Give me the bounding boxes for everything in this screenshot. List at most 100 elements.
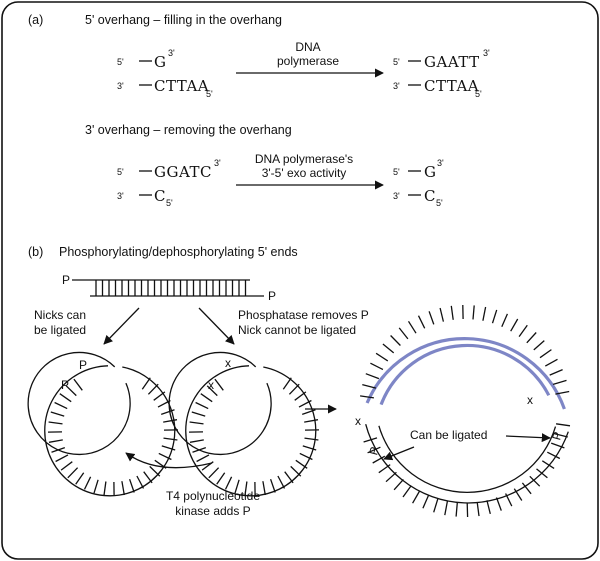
base-pair-tick bbox=[428, 311, 435, 325]
base-pair-tick bbox=[363, 437, 378, 443]
base-pair-tick bbox=[59, 393, 72, 403]
base-pair-tick bbox=[541, 460, 555, 469]
base-pair-tick bbox=[375, 352, 389, 362]
arrow-to-dephosphorylated-plasmid bbox=[198, 307, 235, 345]
base-pair-tick bbox=[552, 379, 567, 386]
phosphate-p: P bbox=[62, 273, 70, 287]
base-pair-tick bbox=[536, 468, 548, 479]
base-pair-tick bbox=[549, 369, 563, 376]
base-pair-tick bbox=[402, 485, 412, 498]
base-pair-tick bbox=[513, 488, 523, 501]
strand-end-label: 5' bbox=[393, 167, 400, 177]
strand-end-label: 5' bbox=[166, 198, 173, 208]
base-pair-tick bbox=[529, 475, 541, 487]
base-pair-tick bbox=[143, 471, 153, 484]
vector-inner-strand bbox=[378, 425, 557, 494]
linear-dna-fragment: P P bbox=[62, 273, 276, 303]
base-pair-tick bbox=[60, 461, 73, 471]
base-pair-tick bbox=[163, 419, 178, 423]
overhang5-substrate: 5' G 3' 3' CTTAA 5' bbox=[117, 48, 213, 99]
base-pair-tick bbox=[476, 502, 480, 517]
arrow-label: DNA bbox=[295, 40, 320, 54]
base-pair-tick bbox=[141, 377, 151, 390]
panel-b-label: (b) bbox=[28, 245, 43, 259]
strand-end-label: 5' bbox=[475, 89, 482, 99]
arrow-label: 3'-5' exo activity bbox=[262, 166, 347, 180]
base-pair-tick bbox=[372, 455, 386, 464]
phosphate-p: P bbox=[61, 378, 69, 392]
dephosphorylated-end-x: x bbox=[225, 356, 231, 370]
base-pair-tick bbox=[385, 471, 397, 483]
dna-polymerase-arrow: DNA polymerase bbox=[236, 40, 384, 78]
dephosphorylated-end-x: x bbox=[208, 378, 214, 392]
base-pair-tick bbox=[301, 409, 316, 416]
base-pair-tick bbox=[501, 313, 508, 327]
base-pair-tick bbox=[65, 385, 77, 397]
base-pair-tick bbox=[93, 479, 99, 494]
base-pair-tick bbox=[362, 383, 377, 389]
base-pair-tick bbox=[200, 393, 213, 403]
base-pair-tick bbox=[196, 454, 210, 463]
base-pair-tick bbox=[505, 493, 513, 507]
base-pair-tick bbox=[208, 467, 220, 479]
strand-end-label: 5' bbox=[393, 57, 400, 67]
overhang3-product: 5' G 3' 3' C 5' bbox=[393, 158, 444, 208]
exo-activity-arrow: DNA polymerase's 3'-5' exo activity bbox=[236, 152, 384, 190]
panel-a-label: (a) bbox=[28, 13, 43, 27]
arrow-to-nicked-plasmid bbox=[103, 307, 140, 345]
base-pair-tick bbox=[189, 421, 204, 425]
phosphatase-label: Nick cannot be ligated bbox=[238, 323, 356, 337]
bottom-strand-seq: C bbox=[154, 187, 166, 205]
base-pair-tick bbox=[147, 383, 159, 395]
base-pair-tick bbox=[382, 343, 395, 354]
strand-end-label: 3' bbox=[393, 191, 400, 201]
base-pair-tick bbox=[48, 439, 63, 443]
strand-end-label: 5' bbox=[117, 167, 124, 177]
base-pair-tick bbox=[367, 446, 381, 454]
base-pair-tick bbox=[482, 306, 487, 321]
base-pair-tick bbox=[495, 497, 502, 511]
arrow-label: DNA polymerase's bbox=[255, 152, 353, 166]
base-pair-tick bbox=[298, 399, 312, 408]
overhang5-title: 5' overhang – filling in the overhang bbox=[85, 13, 282, 27]
base-pair-tick bbox=[67, 467, 79, 479]
base-pair-tick bbox=[277, 475, 286, 489]
base-pair-tick bbox=[244, 481, 248, 496]
arrow-label: polymerase bbox=[277, 54, 339, 68]
base-pair-tick bbox=[433, 498, 439, 513]
base-pair-tick bbox=[472, 305, 475, 320]
dephosphorylated-end-x: x bbox=[527, 393, 533, 407]
top-strand-seq: G bbox=[154, 53, 166, 71]
base-pair-tick bbox=[365, 373, 380, 380]
base-pair-tick bbox=[216, 472, 226, 485]
base-pair-tick bbox=[491, 309, 498, 324]
top-strand-seq: GGATC bbox=[154, 163, 212, 181]
base-pair-tick bbox=[55, 454, 69, 463]
base-pair-tick bbox=[526, 332, 537, 344]
base-pair-tick bbox=[555, 390, 570, 395]
insert-inner-strand bbox=[379, 343, 551, 406]
bottom-strand-seq: C bbox=[424, 187, 436, 205]
kinase-label: kinase adds P bbox=[175, 504, 250, 518]
base-pair-tick bbox=[262, 481, 266, 496]
base-pair-tick bbox=[294, 391, 307, 401]
dephosphorylated-end-x: x bbox=[355, 414, 361, 428]
base-pair-tick bbox=[304, 419, 319, 423]
base-pair-tick bbox=[288, 383, 300, 395]
base-pair-tick bbox=[378, 464, 391, 474]
base-pair-tick bbox=[282, 377, 292, 390]
base-pair-tick bbox=[234, 479, 240, 494]
dephosphorylated-plasmid: x x bbox=[168, 351, 320, 497]
base-pair-tick bbox=[269, 478, 276, 493]
base-pair-tick bbox=[136, 475, 145, 489]
base-pair-tick bbox=[360, 395, 374, 399]
base-pair-tick bbox=[304, 437, 319, 441]
base-pair-tick bbox=[518, 324, 528, 337]
panel-b-title: Phosphorylating/dephosphorylating 5' end… bbox=[59, 245, 298, 259]
base-pair-tick bbox=[302, 445, 317, 451]
base-pair-tick bbox=[455, 502, 458, 517]
base-pair-tick bbox=[54, 401, 68, 410]
base-pair-tick bbox=[153, 391, 166, 401]
strand-end-label: 3' bbox=[483, 48, 490, 58]
